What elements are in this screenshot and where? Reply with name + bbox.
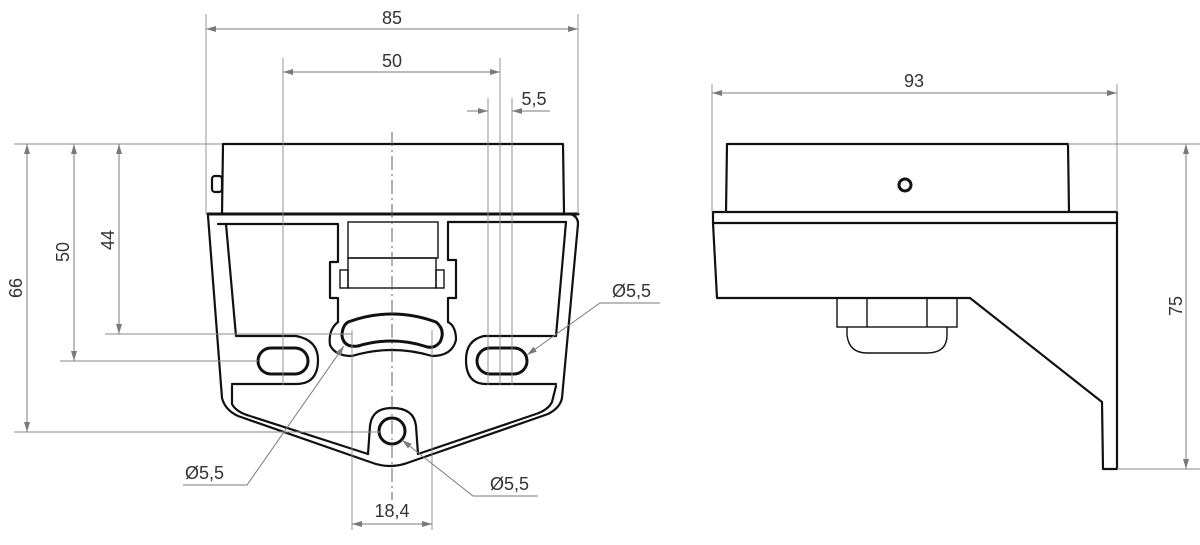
side-screw-hole [897,177,913,193]
dim-height-to-slots: 50 [53,242,73,262]
housing-box [220,142,566,216]
dim-overall-width: 85 [382,8,402,28]
dim-slot-spacing: 50 [382,51,402,71]
clip-right-tab [435,269,445,289]
bracket-outer-contour [206,212,580,468]
center-slot-web [328,320,458,358]
cable-gland-nut [836,297,958,328]
right-slot [475,346,529,376]
side-clip [210,174,224,194]
dim-height-total: 66 [6,278,26,298]
dim-height-to-upper-slot: 44 [98,230,118,250]
side-view: 93 75 [711,71,1200,471]
right-window [446,220,568,324]
side-base-plate [711,210,1119,225]
left-window [216,222,340,324]
dim-slot-width: 5,5 [521,89,546,109]
front-view: 85 50 5,5 66 50 44 18,4 Ø5,5 Ø5,5 Ø5,5 [6,8,660,530]
left-slot-boss [230,334,320,386]
left-window-bottom [224,222,298,338]
clip-top [347,221,439,259]
dim-center-slot-diameter: Ø5,5 [185,463,224,483]
dim-bottom-hole-diameter: Ø5,5 [490,474,529,494]
center-slot [340,312,444,349]
side-housing-box [724,142,1071,214]
side-main-body [711,221,1119,471]
cable-gland-dome [846,327,948,354]
lower-inner-contour-right [416,384,558,456]
dim-overall-height: 75 [1166,296,1186,316]
dim-right-slot-diameter: Ø5,5 [612,281,651,301]
lower-inner-contour [230,384,370,456]
right-window-side [482,220,568,338]
clip-left-tab [339,269,349,289]
dim-bottom-tab-width: 18,4 [374,501,409,521]
dim-overall-depth: 93 [904,71,924,91]
right-slot-boss [464,334,558,386]
